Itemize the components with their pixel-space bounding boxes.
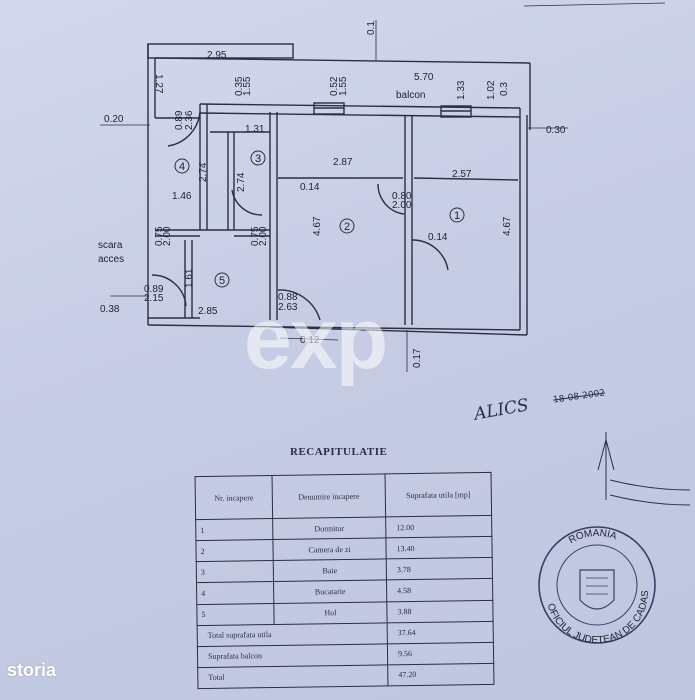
north-arrow-icon bbox=[597, 432, 691, 506]
row-name: Baie bbox=[273, 559, 387, 582]
room-1-number: 1 bbox=[454, 210, 460, 222]
dim-0-12: 0.12 bbox=[300, 335, 320, 346]
row-name: Camera de zi bbox=[272, 538, 387, 561]
dim-2-74a: 2.74 bbox=[198, 162, 209, 182]
dim-4-67b: 4.67 bbox=[502, 216, 513, 236]
dim-1-55b: 1.55 bbox=[338, 76, 349, 96]
exp-watermark: exp bbox=[244, 291, 388, 387]
row-nr: 4 bbox=[196, 581, 274, 605]
row-area: 13.40 bbox=[385, 536, 493, 560]
dim-0-38: 0.38 bbox=[100, 304, 120, 315]
row-name: Bucatarie bbox=[273, 580, 387, 603]
dim-5-70: 5.70 bbox=[414, 72, 434, 83]
row-name: Dormitor bbox=[272, 516, 386, 540]
row-nr: 1 bbox=[195, 518, 273, 541]
balcony-area-label: Suprafata balcon bbox=[197, 643, 388, 668]
dim-1-31: 1.31 bbox=[245, 124, 265, 135]
dim-2-85: 2.85 bbox=[198, 306, 218, 317]
header-nr: Nr. incapere bbox=[195, 475, 273, 520]
dim-0-88: 0.88 bbox=[278, 292, 298, 303]
balcony-area-value: 9.56 bbox=[387, 642, 494, 665]
storia-logo: storia bbox=[7, 660, 57, 680]
dim-0-75b: 0.75 bbox=[250, 226, 261, 246]
dim-2-36: 2.36 bbox=[184, 110, 195, 130]
dim-0-89b: 0.89 bbox=[144, 284, 164, 295]
dim-0-75a: 0.75 bbox=[154, 226, 165, 246]
balcony-inner-wall bbox=[199, 103, 521, 109]
row-name: Hol bbox=[273, 601, 388, 625]
room-2-number: 2 bbox=[344, 221, 350, 233]
dim-1-02: 1.02 bbox=[486, 80, 497, 100]
row-area: 3.88 bbox=[386, 599, 494, 623]
dim-0-1: 0.1 bbox=[366, 21, 377, 35]
recap-table: Nr. incapere Denumire incapere Suprafata… bbox=[194, 471, 495, 690]
dim-2-57: 2.57 bbox=[452, 169, 472, 180]
dim-0-17: 0.17 bbox=[412, 348, 423, 368]
dim-2-87: 2.87 bbox=[333, 157, 353, 168]
dim-1-61: 1.61 bbox=[184, 268, 195, 288]
table-header-row: Nr. incapere Denumire incapere Suprafata… bbox=[195, 472, 492, 520]
room-5-number: 5 bbox=[219, 275, 225, 287]
coat-of-arms-icon bbox=[579, 569, 615, 610]
dim-2-63: 2.63 bbox=[278, 302, 298, 313]
dim-1-46: 1.46 bbox=[172, 191, 192, 202]
row-nr: 2 bbox=[195, 539, 274, 562]
dim-1-33: 1.33 bbox=[456, 80, 467, 100]
total-label: Total bbox=[197, 664, 388, 689]
row-area: 4.58 bbox=[386, 578, 493, 602]
dim-2-15: 2.15 bbox=[144, 293, 164, 304]
dim-1-55: 1.55 bbox=[242, 76, 253, 96]
row-nr: 5 bbox=[196, 602, 275, 626]
stair-label-2: acces bbox=[98, 254, 124, 265]
total-util-label: Total suprafata utila bbox=[197, 622, 388, 647]
total-value: 47.20 bbox=[387, 663, 494, 686]
stair-label-1: scara bbox=[98, 240, 123, 251]
total-util-value: 37.64 bbox=[387, 621, 494, 644]
row-nr: 3 bbox=[196, 560, 274, 583]
header-name: Denumire incapere bbox=[272, 473, 386, 519]
row-area: 3.78 bbox=[386, 557, 493, 581]
dim-0-3: 0.3 bbox=[499, 82, 510, 96]
dim-0-89a: 0.89 bbox=[174, 110, 185, 130]
dim-2-00a: 2.00 bbox=[392, 200, 412, 211]
total-row: Total 47.20 bbox=[197, 663, 494, 689]
dim-0-20: 0.20 bbox=[104, 114, 124, 125]
balcony-label: balcon bbox=[396, 90, 425, 101]
dim-0-14b: 0.14 bbox=[428, 232, 448, 243]
dim-0-80: 0.80 bbox=[392, 191, 412, 202]
dim-0-30: 0.30 bbox=[546, 125, 566, 136]
dim-1-27: 1.27 bbox=[153, 74, 164, 94]
dim-0-35: 0.35 bbox=[234, 76, 245, 96]
row-area: 12.00 bbox=[385, 515, 492, 539]
dim-0-52: 0.52 bbox=[329, 76, 340, 96]
room-3-number: 3 bbox=[255, 153, 261, 165]
recap-title: RECAPITULATIE bbox=[290, 446, 388, 458]
dim-2-00c: 2.00 bbox=[258, 226, 269, 246]
balcony-outer-edge bbox=[154, 57, 531, 64]
south-wall bbox=[147, 324, 521, 331]
dim-2-74b: 2.74 bbox=[236, 172, 247, 192]
room-4-number: 4 bbox=[179, 161, 185, 173]
dim-4-67a: 4.67 bbox=[312, 216, 323, 236]
header-area: Suprafata utila [mp] bbox=[385, 472, 492, 517]
dim-2-00b: 2.00 bbox=[162, 226, 173, 246]
dim-2-95: 2.95 bbox=[207, 50, 227, 61]
dim-0-14a: 0.14 bbox=[300, 182, 320, 193]
